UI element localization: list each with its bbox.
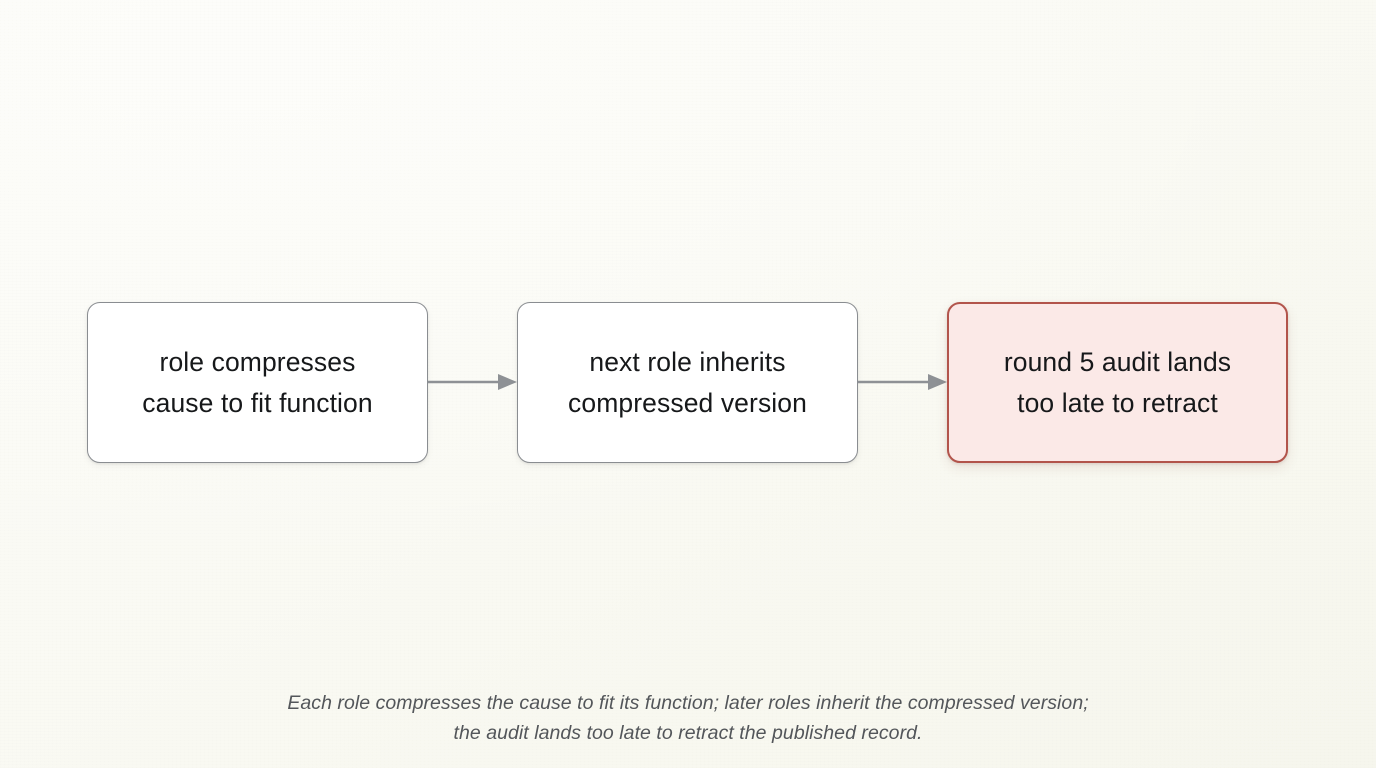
flow-connector-arrow-2 bbox=[858, 370, 948, 394]
flow-node-label: next role inherits compressed version bbox=[568, 346, 807, 418]
flow-node-next-role-inherits[interactable]: next role inherits compressed version bbox=[517, 302, 858, 463]
flow-node-round-5-audit[interactable]: round 5 audit lands too late to retract bbox=[947, 302, 1288, 463]
flow-node-role-compresses[interactable]: role compresses cause to fit function bbox=[87, 302, 428, 463]
flow-node-label: round 5 audit lands too late to retract bbox=[1003, 346, 1232, 418]
flow-connector-arrow-1 bbox=[428, 370, 518, 394]
flow-node-label: role compresses cause to fit function bbox=[142, 346, 373, 418]
diagram-caption: Each role compresses the cause to fit it… bbox=[287, 692, 1089, 744]
